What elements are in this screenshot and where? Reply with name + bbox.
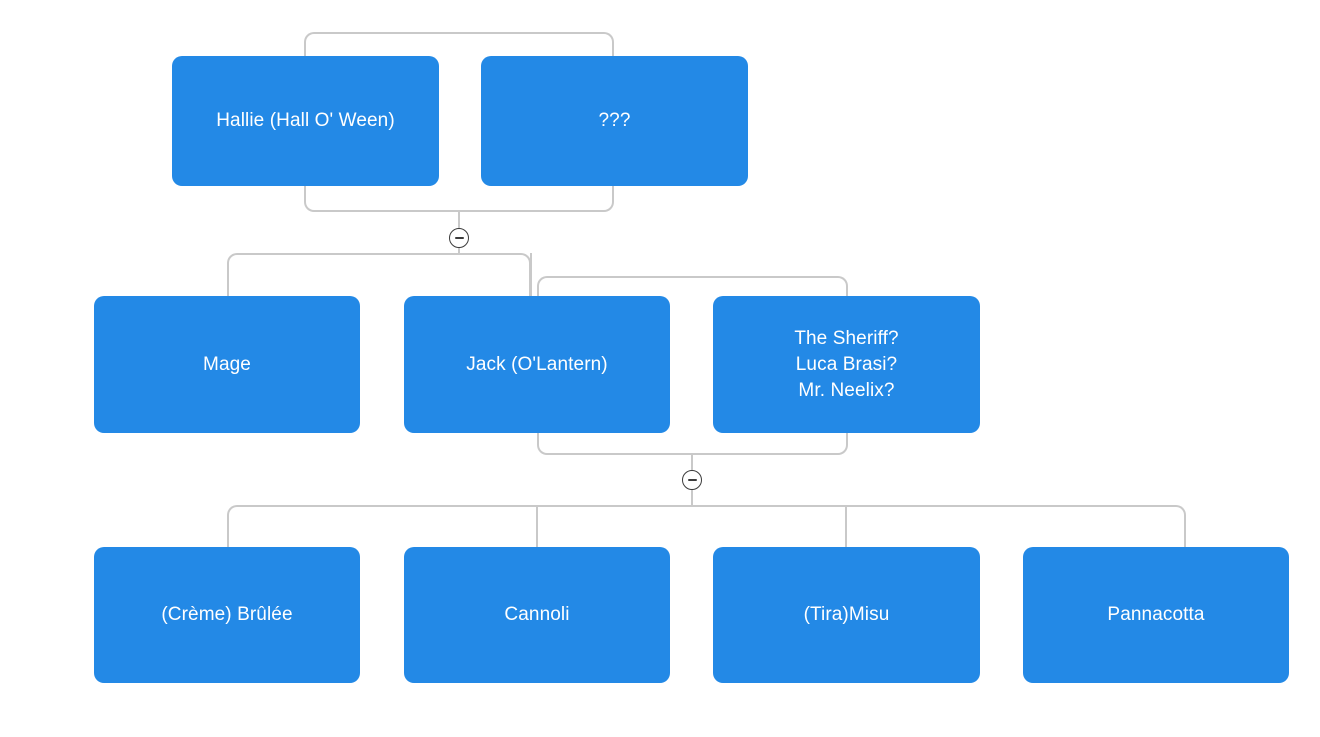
node-cannoli[interactable]: Cannoli xyxy=(404,547,670,683)
couple-bracket-top-gen1 xyxy=(304,32,614,60)
couple-bracket-bottom-gen2 xyxy=(537,431,848,455)
node-label: Jack (O'Lantern) xyxy=(466,353,608,375)
node-pannacotta[interactable]: Pannacotta xyxy=(1023,547,1289,683)
descender-gen2 xyxy=(691,453,693,472)
child-drop-cannoli xyxy=(536,505,538,548)
toggle-generation-1[interactable] xyxy=(449,228,469,248)
node-label: The Sheriff? Luca Brasi? Mr. Neelix? xyxy=(794,327,899,401)
node-creme-brulee[interactable]: (Crème) Brûlée xyxy=(94,547,360,683)
minus-circle-icon xyxy=(687,479,697,481)
node-label: (Crème) Brûlée xyxy=(161,604,293,625)
node-label: Hallie (Hall O' Ween) xyxy=(216,110,395,131)
node-label: Pannacotta xyxy=(1107,604,1205,625)
descender-gen1 xyxy=(458,210,460,230)
couple-bracket-bottom-gen1 xyxy=(304,184,614,212)
node-label: (Tira)Misu xyxy=(803,604,890,625)
child-drop-jack xyxy=(530,253,532,297)
couple-bracket-top-gen2 xyxy=(537,276,848,298)
node-mage[interactable]: Mage xyxy=(94,296,360,433)
node-label: ??? xyxy=(598,110,631,131)
node-sheriff-candidates[interactable]: The Sheriff? Luca Brasi? Mr. Neelix? xyxy=(713,296,980,433)
node-label: Mage xyxy=(203,353,251,375)
toggle-stem-gen1 xyxy=(458,247,460,255)
toggle-stem-gen2 xyxy=(691,489,693,506)
node-tiramisu[interactable]: (Tira)Misu xyxy=(713,547,980,683)
node-hallie[interactable]: Hallie (Hall O' Ween) xyxy=(172,56,439,186)
node-unknown-spouse[interactable]: ??? xyxy=(481,56,748,186)
toggle-generation-2[interactable] xyxy=(682,470,702,490)
node-label: Cannoli xyxy=(504,604,570,625)
child-drop-tiramisu xyxy=(845,505,847,548)
node-jack[interactable]: Jack (O'Lantern) xyxy=(404,296,670,433)
children-bracket-gen2 xyxy=(227,253,531,297)
minus-circle-icon xyxy=(454,237,464,239)
children-bracket-gen3 xyxy=(227,505,1186,548)
